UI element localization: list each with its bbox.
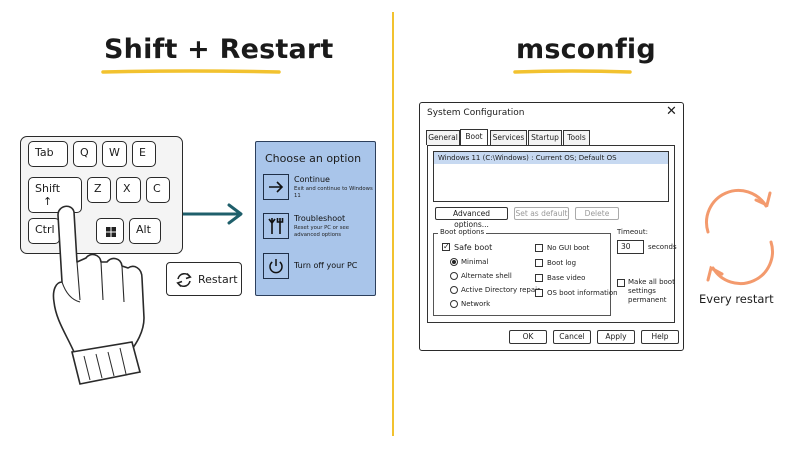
close-icon[interactable]: ✕ (666, 104, 677, 119)
tools-icon (268, 218, 284, 234)
choose-option-title: Choose an option (265, 152, 362, 165)
apply-button[interactable]: Apply (597, 330, 635, 344)
troubleshoot-option-subtitle-1: Reset your PC or see (294, 225, 350, 231)
boot-log-label: Boot log (547, 259, 577, 267)
tab-services[interactable]: Services (490, 130, 527, 145)
key-tab: Tab (28, 141, 68, 167)
boot-log-checkbox[interactable] (535, 259, 543, 267)
arrow-right-icon (180, 203, 243, 225)
continue-option-subtitle: Exit and continue to Windows 11 (294, 186, 373, 199)
minimal-label: Minimal (461, 258, 489, 266)
cancel-button[interactable]: Cancel (553, 330, 591, 344)
key-e: E (132, 141, 156, 167)
right-title: msconfig (516, 34, 656, 65)
timeout-unit: seconds (648, 243, 677, 251)
shift-arrow-icon: ↑ (43, 195, 53, 208)
boot-options-label: Boot options (438, 228, 487, 236)
base-video-checkbox[interactable] (535, 274, 543, 282)
power-icon (269, 259, 283, 274)
ad-repair-label: Active Directory repair (461, 286, 540, 294)
turn-off-option-title[interactable]: Turn off your PC (294, 261, 358, 270)
tab-boot[interactable]: Boot (460, 129, 488, 145)
os-boot-info-checkbox[interactable] (535, 289, 543, 297)
safe-boot-checkbox[interactable]: ✓ (442, 242, 450, 251)
cycle-caption: Every restart (699, 292, 774, 306)
left-title-underline (101, 69, 281, 74)
key-w: W (102, 141, 127, 167)
key-x: X (116, 177, 141, 203)
troubleshoot-option-subtitle-2: advanced options (294, 232, 342, 238)
windows-icon (106, 227, 116, 237)
ok-button[interactable]: OK (509, 330, 547, 344)
troubleshoot-option-title[interactable]: Troubleshoot (294, 214, 346, 223)
tab-general[interactable]: General (426, 130, 460, 145)
make-permanent-label-3: permanent (628, 296, 667, 304)
restart-icon (176, 272, 192, 288)
make-permanent-label-2: settings (628, 287, 656, 295)
alternate-shell-label: Alternate shell (461, 272, 512, 280)
refresh-cycle-icon (705, 188, 774, 286)
no-gui-boot-label: No GUI boot (547, 244, 590, 252)
timeout-label: Timeout: (617, 228, 648, 236)
boot-tab-panel (427, 145, 675, 323)
alternate-shell-radio[interactable] (450, 272, 458, 280)
continue-option-title[interactable]: Continue (294, 175, 330, 184)
center-divider (391, 11, 395, 437)
network-radio[interactable] (450, 300, 458, 308)
key-shift-label: Shift (35, 182, 61, 195)
key-c: C (146, 177, 170, 203)
left-title: Shift + Restart (104, 34, 334, 65)
right-title-underline (513, 69, 632, 74)
key-alt: Alt (129, 218, 161, 244)
choose-option-panel: Choose an option Continue Exit and conti… (255, 141, 376, 296)
restart-button[interactable]: Restart (166, 262, 242, 296)
key-z: Z (87, 177, 111, 203)
key-q: Q (73, 141, 97, 167)
key-windows (96, 218, 124, 244)
no-gui-boot-checkbox[interactable] (535, 244, 543, 252)
make-permanent-label-1: Make all boot (628, 278, 675, 286)
continue-option-icon[interactable] (263, 174, 289, 200)
base-video-label: Base video (547, 274, 586, 282)
tab-tools[interactable]: Tools (563, 130, 590, 145)
safe-boot-label: Safe boot (454, 243, 493, 252)
os-boot-info-label: OS boot information (547, 289, 618, 297)
minimal-radio[interactable] (450, 258, 458, 266)
ad-repair-radio[interactable] (450, 286, 458, 294)
make-permanent-checkbox[interactable] (617, 279, 625, 287)
key-shift: Shift ↑ (28, 177, 82, 213)
restart-label: Restart (198, 273, 238, 286)
tab-startup[interactable]: Startup (528, 130, 562, 145)
delete-button[interactable]: Delete (575, 207, 619, 220)
boot-options-group (433, 233, 611, 316)
os-list-item[interactable]: Windows 11 (C:\Windows) : Current OS; De… (434, 152, 668, 164)
advanced-options-button[interactable]: Advanced options... (435, 207, 508, 229)
network-label: Network (461, 300, 491, 308)
help-button[interactable]: Help (641, 330, 679, 344)
set-as-default-button[interactable]: Set as default (514, 207, 569, 220)
troubleshoot-option-icon[interactable] (263, 213, 289, 239)
timeout-input[interactable]: 30 (617, 240, 644, 254)
dialog-title: System Configuration (427, 108, 525, 118)
arrow-right-icon (269, 181, 284, 193)
turn-off-option-icon[interactable] (263, 253, 289, 279)
